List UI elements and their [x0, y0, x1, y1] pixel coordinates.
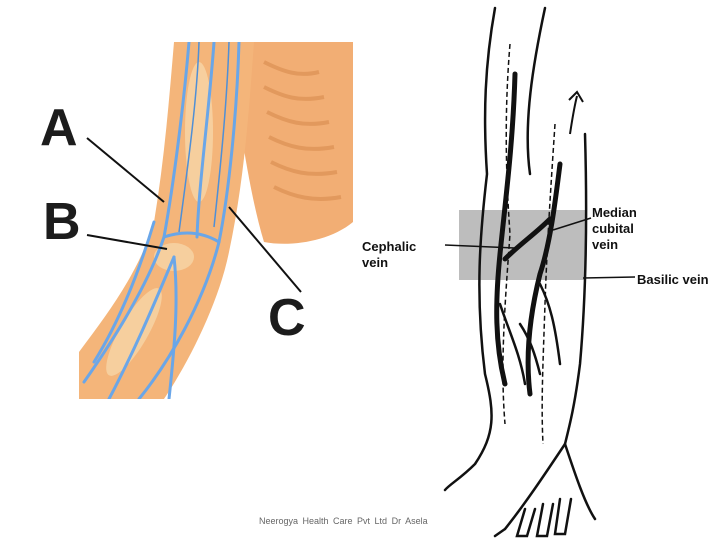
- label-a: A: [40, 99, 78, 157]
- label-b: B: [43, 193, 81, 251]
- median-cubital-vein-label: Median cubital vein: [592, 205, 637, 252]
- label-c: C: [268, 289, 306, 347]
- cephalic-vein-label: Cephalic vein: [362, 239, 417, 270]
- basilic-vein-label: Basilic vein: [637, 272, 709, 287]
- arm-line-drawing: [443, 6, 636, 538]
- arm-vein-illustration: [79, 42, 353, 399]
- footer-credit: Neerogya Health Care Pvt Ltd Dr Asela: [259, 516, 428, 526]
